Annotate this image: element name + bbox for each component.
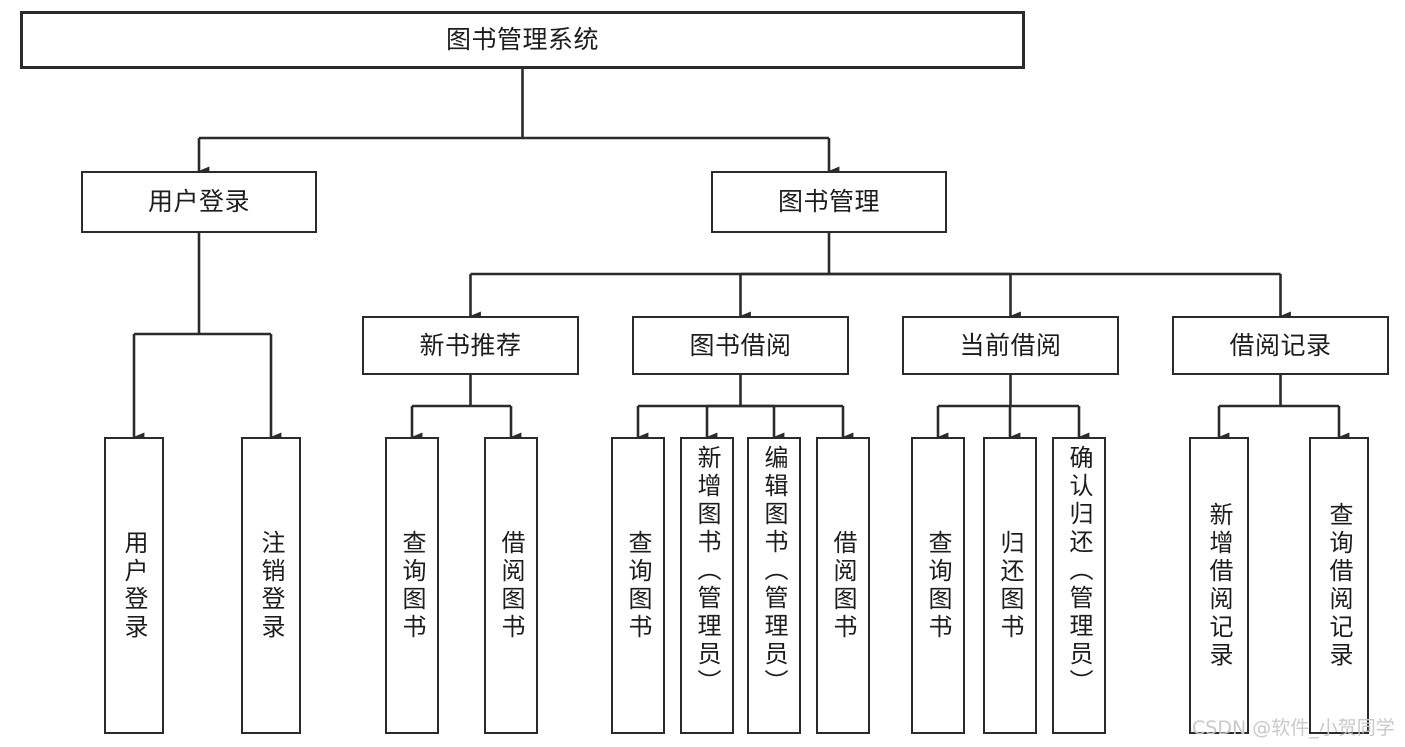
node-label: 注销登录 <box>257 529 285 642</box>
node-leaf-add-book: 新增图书（管理员） <box>680 437 734 734</box>
node-leaf-user-login: 用户登录 <box>104 437 164 734</box>
node-label: 图书管理 <box>777 187 880 217</box>
node-label: 查询图书 <box>398 529 426 642</box>
node-label: 借阅图书 <box>829 529 857 642</box>
node-leaf-query-record: 查询借阅记录 <box>1309 437 1369 734</box>
node-label: 查询图书 <box>924 529 952 642</box>
node-book-borrow: 图书借阅 <box>632 316 849 375</box>
node-leaf-query-book-2: 查询图书 <box>611 437 665 734</box>
node-leaf-edit-book: 编辑图书（管理员） <box>747 437 801 734</box>
node-leaf-borrow-book-1: 借阅图书 <box>484 437 538 734</box>
node-label: 借阅记录 <box>1229 330 1332 360</box>
node-label: 用户登录 <box>120 529 148 642</box>
node-leaf-confirm-return: 确认归还（管理员） <box>1052 437 1106 734</box>
edges-group <box>132 69 1350 442</box>
node-label: 确认归还（管理员） <box>1065 445 1093 697</box>
node-borrow-record: 借阅记录 <box>1172 316 1389 375</box>
node-label: 新增借阅记录 <box>1205 501 1233 670</box>
node-label: 新书推荐 <box>419 330 522 360</box>
watermark: CSDN @软件_小贺同学 <box>1192 717 1395 739</box>
node-leaf-return-book: 归还图书 <box>983 437 1037 734</box>
node-current-borrow: 当前借阅 <box>902 316 1119 375</box>
node-label: 图书借阅 <box>689 330 792 360</box>
node-leaf-borrow-book-2: 借阅图书 <box>816 437 870 734</box>
node-label: 用户登录 <box>147 187 250 217</box>
node-label: 查询借阅记录 <box>1325 501 1353 670</box>
node-book-manage: 图书管理 <box>711 171 947 233</box>
node-label: 当前借阅 <box>959 330 1062 360</box>
node-user-login: 用户登录 <box>81 171 317 233</box>
node-root: 图书管理系统 <box>20 11 1025 69</box>
node-label: 图书管理系统 <box>445 25 599 55</box>
node-leaf-add-record: 新增借阅记录 <box>1189 437 1249 734</box>
node-label: 借阅图书 <box>497 529 525 642</box>
node-new-book-rec: 新书推荐 <box>362 316 579 375</box>
node-leaf-query-book-3: 查询图书 <box>911 437 965 734</box>
node-label: 归还图书 <box>996 529 1024 642</box>
node-leaf-user-logout: 注销登录 <box>241 437 301 734</box>
node-label: 编辑图书（管理员） <box>760 445 788 697</box>
node-label: 查询图书 <box>624 529 652 642</box>
node-leaf-query-book-1: 查询图书 <box>385 437 439 734</box>
node-label: 新增图书（管理员） <box>693 445 721 697</box>
